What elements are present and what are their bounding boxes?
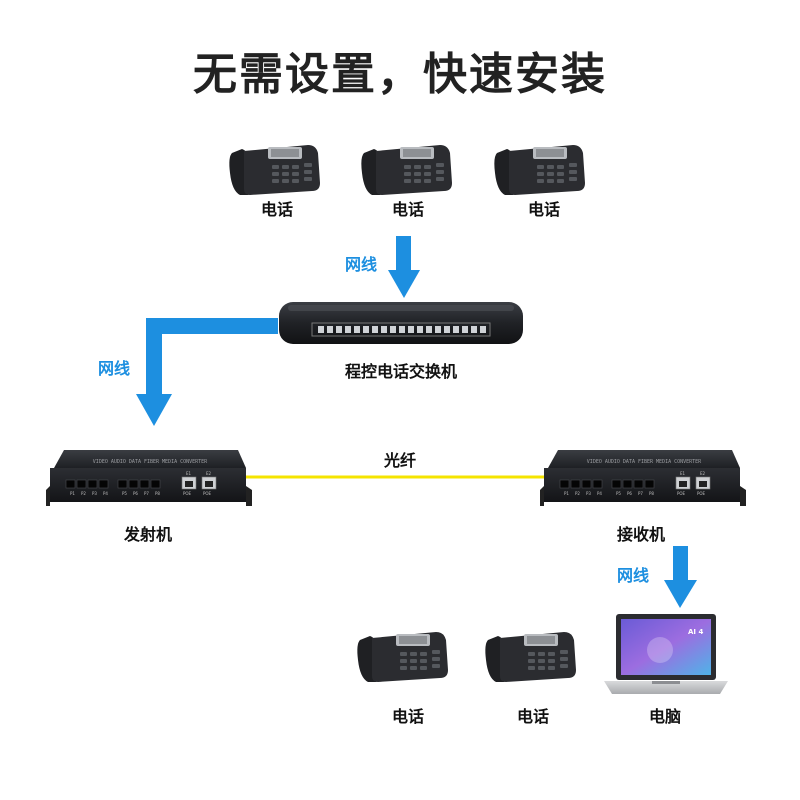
fiber-label: 光纤: [384, 451, 417, 470]
transmitter-device: [45, 449, 253, 507]
arrow-down-icon: [664, 546, 697, 608]
phone-label: 电话: [260, 200, 293, 219]
switch-label: 程控电话交换机: [344, 362, 457, 381]
phone-label: 电话: [516, 707, 549, 726]
phone-icon: [485, 632, 576, 682]
phone-label: 电话: [527, 200, 560, 219]
receiver-device: [539, 449, 747, 507]
phone-icon: [494, 145, 585, 195]
phone-label: 电话: [391, 200, 424, 219]
phone-label: 电话: [391, 707, 424, 726]
laptop-icon: AI 4: [604, 614, 728, 694]
computer-label: 电脑: [648, 707, 681, 726]
phone-icon: [229, 145, 320, 195]
arrow-elbow-icon: [136, 318, 278, 426]
page-title: 无需设置，快速安装: [193, 49, 607, 100]
cable-label: 网线: [617, 566, 650, 585]
cable-label: 网线: [345, 255, 378, 274]
cable-label: 网线: [98, 359, 131, 378]
pbx-switch-device: [279, 302, 523, 344]
phone-icon: [361, 145, 452, 195]
svg-text:AI 4: AI 4: [688, 628, 703, 636]
phone-icon: [357, 632, 448, 682]
arrow-down-icon: [388, 236, 420, 298]
transmitter-label: 发射机: [123, 525, 172, 544]
receiver-label: 接收机: [616, 525, 665, 544]
